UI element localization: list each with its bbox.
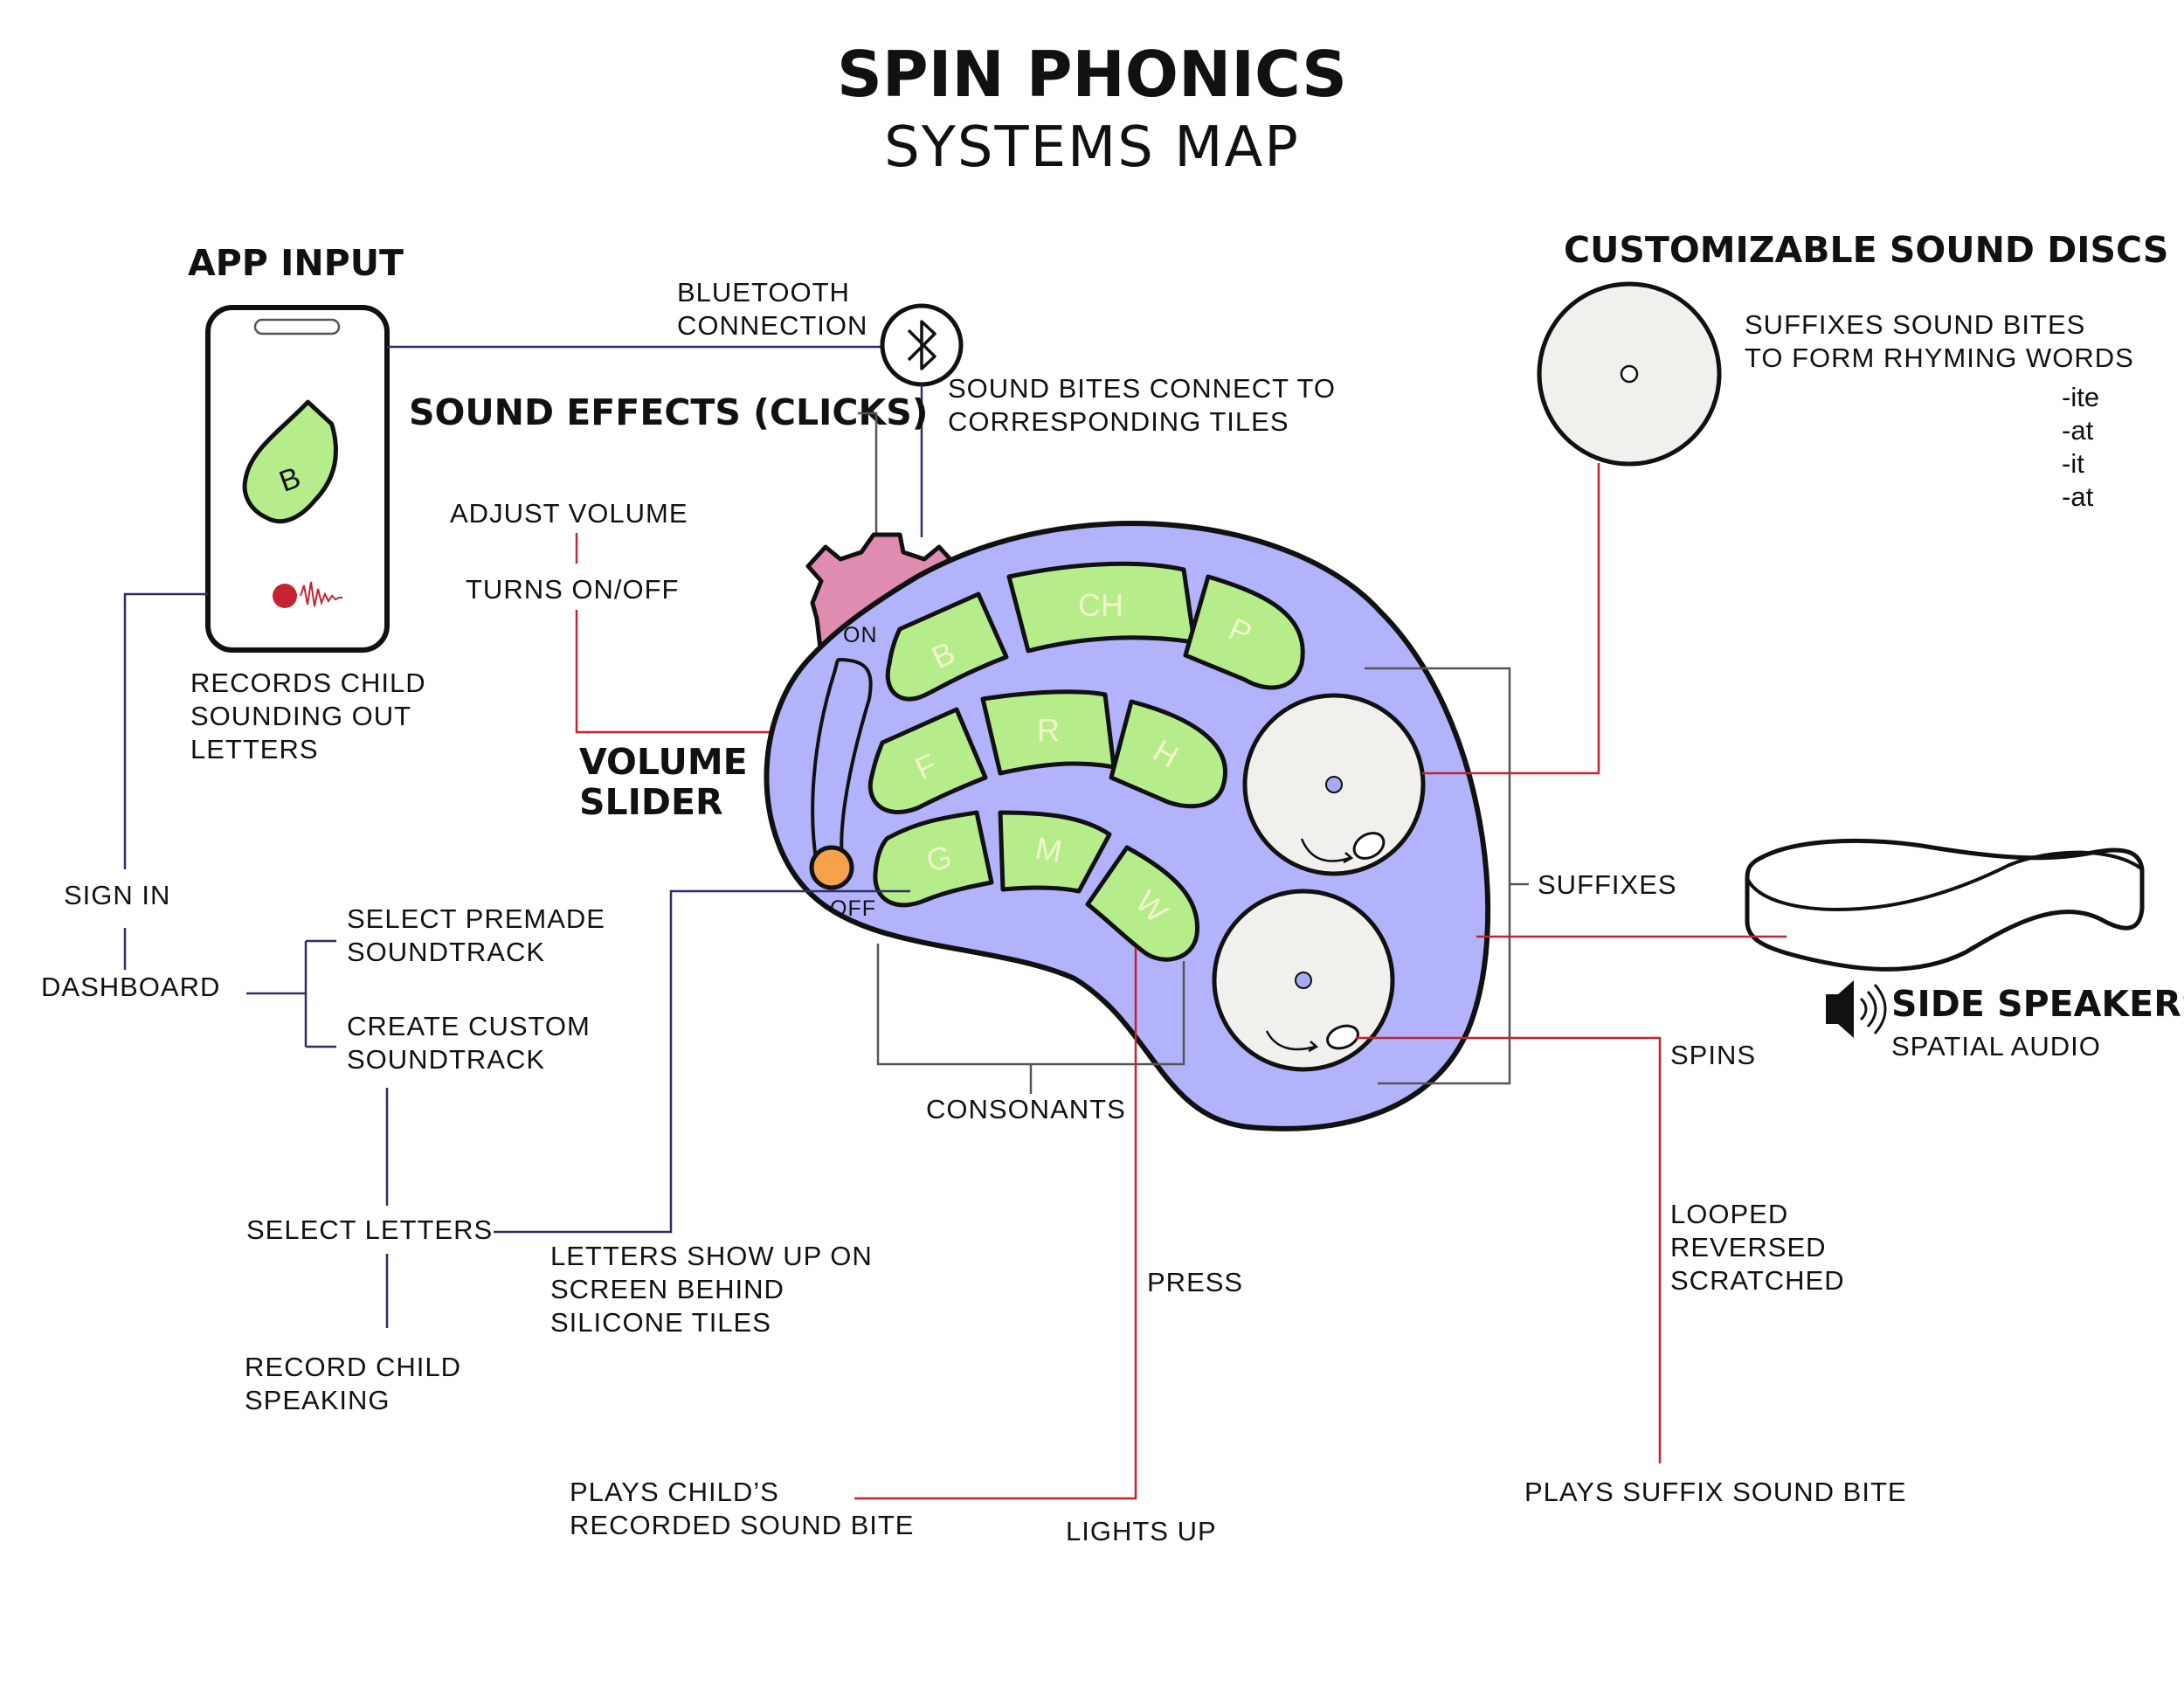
phone-letter-tile: B (242, 399, 339, 524)
suffix-disc-desc-line-2: TO FORM RHYMING WORDS (1745, 342, 2134, 373)
letters-show-line-1: LETTERS SHOW UP ON (550, 1241, 873, 1271)
tile-m-label: M (1033, 830, 1065, 870)
spins-line (1356, 1036, 1662, 1463)
spins-label: SPINS (1670, 1040, 1756, 1070)
side-speaker-shape (1745, 838, 2145, 972)
tile-b[interactable] (885, 591, 1009, 702)
volume-slider-header-1: VOLUME (579, 741, 748, 783)
tile-p[interactable] (1183, 574, 1305, 690)
record-child-line-1: RECORD CHILD (245, 1352, 461, 1382)
lights-up-label: LIGHTS UP (1066, 1516, 1217, 1546)
bluetooth-label-line-1: BLUETOOTH (677, 277, 850, 308)
suffix-disc-desc-line-1: SUFFIXES SOUND BITES (1745, 309, 2085, 340)
plays-child-line-2: RECORDED SOUND BITE (570, 1510, 914, 1540)
records-child-line-2: SOUNDING OUT (190, 701, 411, 731)
suffix-item-2: -at (2062, 415, 2094, 446)
tile-r-label: R (1037, 712, 1060, 748)
plays-child-line-1: PLAYS CHILD’S (570, 1477, 779, 1507)
looped-line-1: LOOPED (1670, 1199, 1788, 1229)
press-line (854, 948, 1137, 1500)
bluetooth-label-line-2: CONNECTION (677, 310, 867, 341)
records-child-line-3: LETTERS (190, 734, 319, 764)
record-indicator (273, 581, 342, 608)
record-child-line-2: SPEAKING (245, 1385, 390, 1415)
suffix-item-4: -at (2062, 481, 2094, 512)
tile-m[interactable] (998, 810, 1112, 894)
sound-disc-1[interactable] (1242, 693, 1426, 876)
title-line-1: SPIN PHONICS (837, 38, 1347, 111)
tile-ch[interactable] (1006, 561, 1197, 654)
volume-slider-knob[interactable] (809, 845, 854, 890)
disc-to-device-line (1422, 463, 1600, 775)
dashboard-branch-lines (246, 939, 336, 1048)
letters-show-line-3: SILICONE TILES (550, 1307, 771, 1338)
suffix-item-1: -ite (2062, 382, 2099, 412)
sign-in-label: SIGN IN (64, 880, 170, 910)
sound-disc-2[interactable] (1212, 889, 1395, 1072)
suffixes-label: SUFFIXES (1538, 869, 1677, 900)
records-child-line-1: RECORDS CHILD (190, 668, 426, 698)
create-custom-line-1: CREATE CUSTOM (347, 1011, 591, 1041)
phone-signin-line (123, 592, 208, 869)
tile-g[interactable] (873, 810, 994, 908)
tile-f[interactable] (867, 707, 988, 814)
select-letters-line (494, 889, 910, 1234)
turns-on-off-label: TURNS ON/OFF (466, 574, 680, 605)
select-letters-label: SELECT LETTERS (246, 1214, 493, 1245)
spin-phonics-device: ON OFF B CH P F R H G M W (764, 521, 1491, 1131)
slider-off-label: OFF (830, 896, 876, 921)
tile-w[interactable] (1085, 845, 1200, 962)
app-input-header: APP INPUT (188, 242, 404, 284)
sound-effects-line (858, 412, 878, 542)
looped-line-2: REVERSED (1670, 1232, 1827, 1263)
suffix-item-3: -it (2062, 448, 2084, 479)
sound-effects-header: SOUND EFFECTS (CLICKS) (409, 391, 929, 433)
spin-arrow-icon (1300, 838, 1351, 862)
sound-discs-header: CUSTOMIZABLE SOUND DISCS (1564, 229, 2168, 271)
looped-line-3: SCRATCHED (1670, 1265, 1845, 1296)
create-custom-line-2: SOUNDTRACK (347, 1044, 545, 1075)
sound-disc-example (1537, 281, 1722, 467)
select-premade-line-2: SOUNDTRACK (347, 937, 545, 967)
plays-suffix-label: PLAYS SUFFIX SOUND BITE (1524, 1477, 1907, 1507)
turns-on-off-line (575, 610, 808, 734)
volume-slider-header-2: SLIDER (579, 781, 723, 823)
spatial-audio-label: SPATIAL AUDIO (1891, 1031, 2101, 1062)
phone: B (205, 305, 390, 653)
title-line-2: SYSTEMS MAP (884, 115, 1300, 180)
sound-bites-line-1: SOUND BITES CONNECT TO (948, 373, 1336, 404)
select-premade-line-1: SELECT PREMADE (347, 903, 605, 934)
suffixes-bracket (1365, 667, 1511, 1085)
speaker-icon (1826, 980, 1887, 1038)
press-label: PRESS (1147, 1267, 1243, 1297)
spin-arrow-icon (1265, 1030, 1316, 1051)
sound-bites-line-2: CORRESPONDING TILES (948, 406, 1289, 437)
dashboard-label: DASHBOARD (41, 972, 220, 1002)
tile-ch-label: CH (1078, 587, 1123, 623)
slider-on-label: ON (843, 623, 878, 647)
letters-show-line-2: SCREEN BEHIND (550, 1274, 784, 1304)
adjust-volume-label: ADJUST VOLUME (450, 498, 688, 529)
consonants-label: CONSONANTS (926, 1094, 1126, 1124)
tile-h[interactable] (1109, 699, 1227, 809)
